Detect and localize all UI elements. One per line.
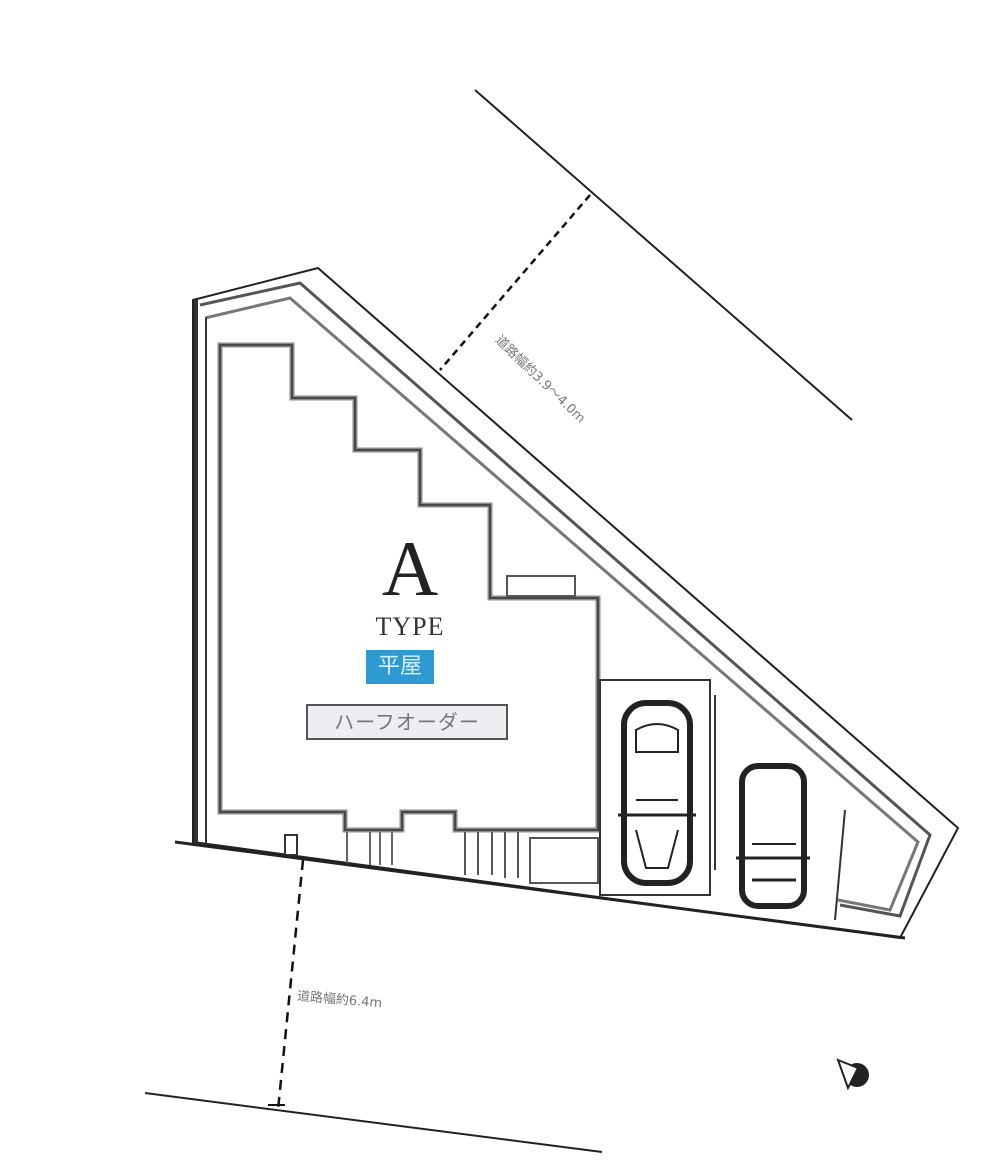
road-edge-bottom xyxy=(144,1092,603,1153)
dimension-line-top xyxy=(439,194,591,371)
car-icon xyxy=(618,700,696,886)
lot-boundary xyxy=(192,266,960,940)
type-letter: A xyxy=(381,525,439,612)
floor-badge: 平屋 xyxy=(366,650,434,684)
entrance-steps-left xyxy=(346,832,393,865)
unit-box xyxy=(506,575,576,597)
entrance-steps-right xyxy=(464,832,519,878)
dimension-line-bottom xyxy=(276,859,305,1111)
lot-front-line xyxy=(174,840,906,940)
road-edge-top xyxy=(474,89,853,421)
fence-inner xyxy=(204,296,920,912)
parking-space-1 xyxy=(599,679,711,896)
type-label: TYPE xyxy=(375,612,445,641)
fence-outer xyxy=(199,281,932,918)
car-icon xyxy=(736,763,810,909)
order-badge: ハーフオーダー xyxy=(306,704,508,740)
north-arrow-icon xyxy=(836,1058,869,1091)
